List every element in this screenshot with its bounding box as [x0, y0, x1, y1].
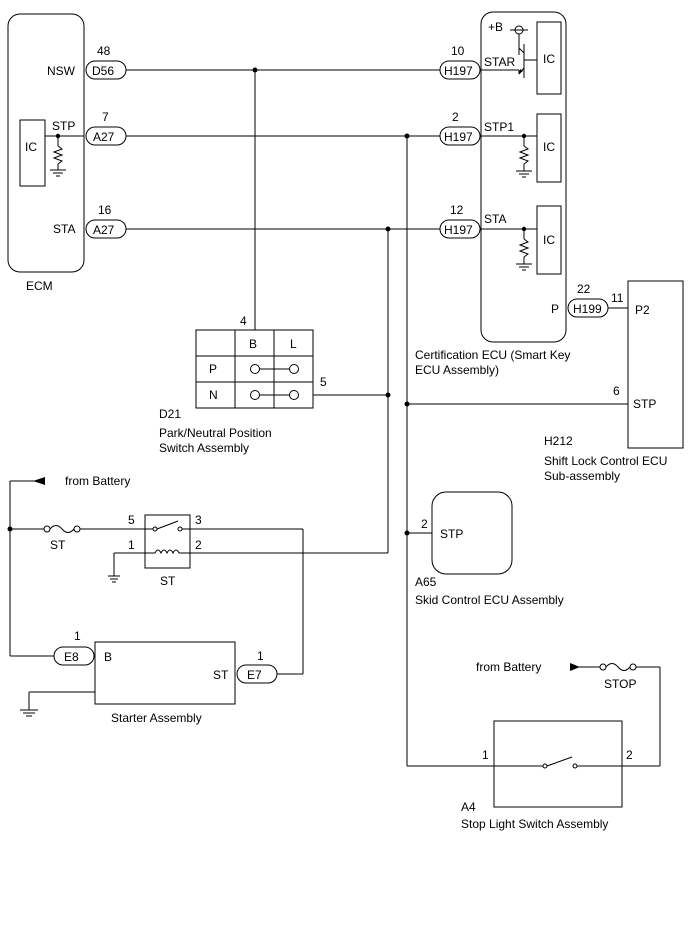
pnp-pin-top: 4: [240, 314, 247, 328]
ecm-nsw-label: NSW: [47, 64, 76, 78]
st-relay-pin1: 1: [128, 538, 135, 552]
stop-switch-body: [493, 720, 623, 808]
skid-code: A65: [415, 575, 437, 589]
cert-sta-num: 12: [450, 203, 464, 217]
starter-b-num: 1: [74, 629, 81, 643]
stop-pin1: 1: [482, 748, 489, 762]
starter-st-conn: E7: [247, 668, 262, 682]
cert-stp1-num: 2: [452, 110, 459, 124]
stop-name: Stop Light Switch Assembly: [461, 817, 608, 831]
ecm-body: [7, 13, 85, 273]
starter-st-num: 1: [257, 649, 264, 663]
shift-lock-name-2: Sub-assembly: [544, 469, 620, 483]
pnp-name-2: Switch Assembly: [159, 441, 249, 455]
pnp-pin-right: 5: [320, 375, 327, 389]
stop-fuse-label: STOP: [604, 677, 636, 691]
skid-pin-label: STP: [440, 527, 463, 541]
st-relay-pin2: 2: [195, 538, 202, 552]
cert-p-label: P: [551, 302, 559, 316]
cert-star-connector: [439, 60, 481, 80]
cert-stp1-connector: [439, 126, 481, 146]
shift-stp-label: STP: [633, 397, 656, 411]
ecm-stp-num: 7: [102, 110, 109, 124]
cert-stp1-label: STP1: [484, 120, 514, 134]
ecm-stp-label: STP: [52, 119, 75, 133]
shift-p2-label: P2: [635, 303, 650, 317]
ecm-sta-num: 16: [98, 203, 112, 217]
battery-top-label: from Battery: [65, 474, 130, 488]
shift-lock-body: [627, 280, 684, 449]
pnp-name-1: Park/Neutral Position: [159, 426, 272, 440]
stop-code: A4: [461, 800, 476, 814]
cert-ecu-name-1: Certification ECU (Smart Key: [415, 348, 570, 362]
cert-sta-label: STA: [484, 212, 506, 226]
ecm-nsw-num: 48: [97, 44, 111, 58]
cert-ic-stp1-label: IC: [543, 140, 555, 154]
cert-ecu-name-2: ECU Assembly): [415, 363, 499, 377]
cert-bplus-label: +B: [488, 20, 503, 34]
cert-sta-resistor: [481, 226, 537, 271]
cert-transistor: [510, 25, 537, 78]
starter-pin-st: ST: [213, 668, 229, 682]
st-fuse: [43, 525, 145, 533]
relay-wiring: [108, 528, 388, 674]
skid-pin-num: 2: [421, 517, 428, 531]
pnp-switch-table: [195, 329, 314, 409]
starter-b-conn: E8: [64, 650, 79, 664]
cert-stp1-resistor: [481, 133, 537, 178]
cert-ic-star: [536, 21, 562, 95]
shift-lock-name-1: Shift Lock Control ECU: [544, 454, 667, 468]
ecm-stp-conn: A27: [93, 130, 115, 144]
cert-sta-connector: [439, 219, 481, 239]
starter-pin-b: B: [104, 650, 112, 664]
ecm-ic-box: [19, 119, 46, 187]
pnp-row-p: P: [209, 362, 217, 376]
cert-p-conn: H199: [573, 302, 602, 316]
starter-body: [94, 641, 236, 705]
st-relay-body: [144, 514, 191, 569]
stop-switch-contact: [407, 756, 622, 769]
cert-star-num: 10: [451, 44, 465, 58]
ecm-name: ECM: [26, 279, 53, 293]
pnp-col-l: L: [290, 337, 297, 351]
cert-stp1-conn: H197: [444, 130, 473, 144]
cert-ic-sta-label: IC: [543, 233, 555, 247]
stop-battery-feed: [570, 663, 661, 767]
cert-ic-stp1: [536, 113, 562, 183]
ecm-nsw-conn: D56: [92, 64, 114, 78]
skid-ecu-body: [431, 491, 513, 575]
st-relay-pin3: 3: [195, 513, 202, 527]
shift-stp-num: 6: [613, 384, 620, 398]
ecm-ic-label: IC: [25, 140, 37, 154]
cert-star-conn: H197: [444, 64, 473, 78]
skid-name: Skid Control ECU Assembly: [415, 593, 564, 607]
cert-star-label: STAR: [484, 55, 515, 69]
st-relay-pin5: 5: [128, 513, 135, 527]
starter-wiring: [20, 673, 303, 717]
st-fuse-label: ST: [50, 538, 66, 552]
starter-b-connector: [53, 646, 95, 666]
cert-p-num: 22: [577, 282, 591, 296]
battery-feed-top: [7, 477, 54, 657]
ecm-sta-label: STA: [53, 222, 75, 236]
shift-p2-num: 11: [611, 291, 624, 305]
cert-ic-sta: [536, 205, 562, 275]
ecm-resistor-ground: [45, 133, 66, 177]
pnp-code: D21: [159, 407, 181, 421]
cert-sta-conn: H197: [444, 223, 473, 237]
st-relay-contacts: [145, 520, 190, 555]
pnp-row-n: N: [209, 388, 218, 402]
cert-ic-star-label: IC: [543, 52, 555, 66]
ecm-sta-conn: A27: [93, 223, 115, 237]
shift-lock-code: H212: [544, 434, 573, 448]
pnp-col-b: B: [249, 337, 257, 351]
stop-battery-label: from Battery: [476, 660, 541, 674]
st-relay-label: ST: [160, 574, 176, 588]
starter-name: Starter Assembly: [111, 711, 202, 725]
stop-pin2: 2: [626, 748, 633, 762]
